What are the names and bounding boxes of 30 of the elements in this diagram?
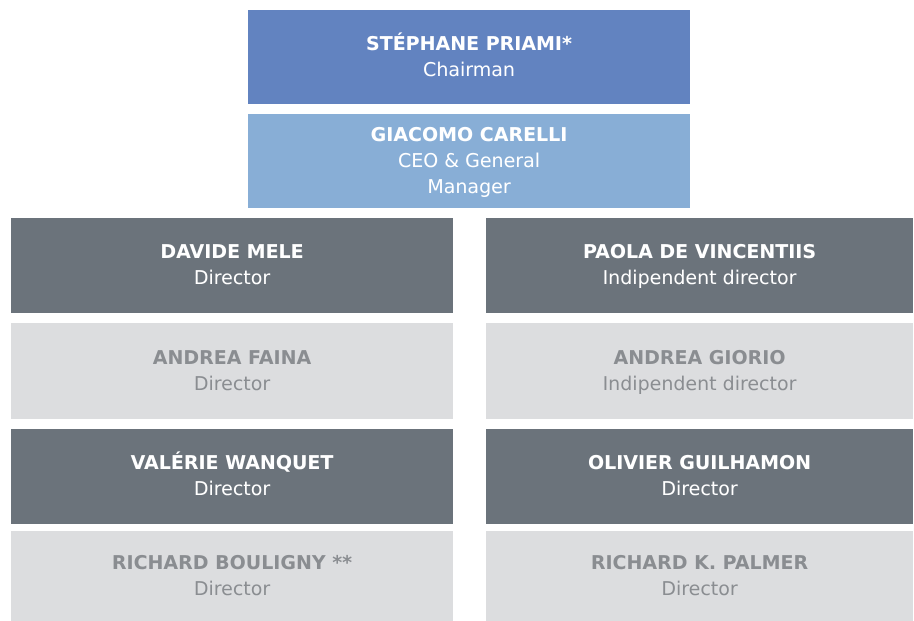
member-name: STÉPHANE PRIAMI* (366, 32, 572, 56)
member-name: VALÉRIE WANQUET (130, 451, 334, 476)
member-name: ANDREA FAINA (152, 346, 312, 370)
member-role: Director (661, 576, 738, 602)
member-box (486, 323, 913, 419)
member-box (486, 218, 913, 313)
member-box (11, 429, 453, 524)
member-box (11, 323, 453, 419)
member-box (248, 10, 690, 104)
member-role: CEO & General Manager (397, 148, 541, 200)
member-role: Director (661, 477, 738, 502)
member-name: RICHARD K. PALMER (590, 550, 808, 576)
member-role: Director (194, 266, 270, 291)
member-box (486, 429, 913, 524)
member-name: PAOLA DE VINCENTIIS (582, 240, 816, 265)
member-role: Indipendent director (602, 266, 796, 291)
member-box (486, 531, 913, 621)
member-box (248, 114, 690, 208)
member-role: Director (194, 576, 270, 602)
member-role: Director (194, 477, 270, 502)
member-name: DAVIDE MELE (160, 240, 304, 265)
member-name: OLIVIER GUILHAMON (588, 451, 812, 476)
member-box (11, 531, 453, 621)
member-name: ANDREA GIORIO (614, 346, 786, 370)
member-role: Chairman (423, 58, 515, 82)
member-role: Director (194, 372, 270, 396)
member-name: RICHARD BOULIGNY ** (112, 550, 352, 576)
member-name: GIACOMO CARELLI (370, 122, 568, 148)
member-box (11, 218, 453, 313)
member-role: Indipendent director (602, 372, 796, 396)
